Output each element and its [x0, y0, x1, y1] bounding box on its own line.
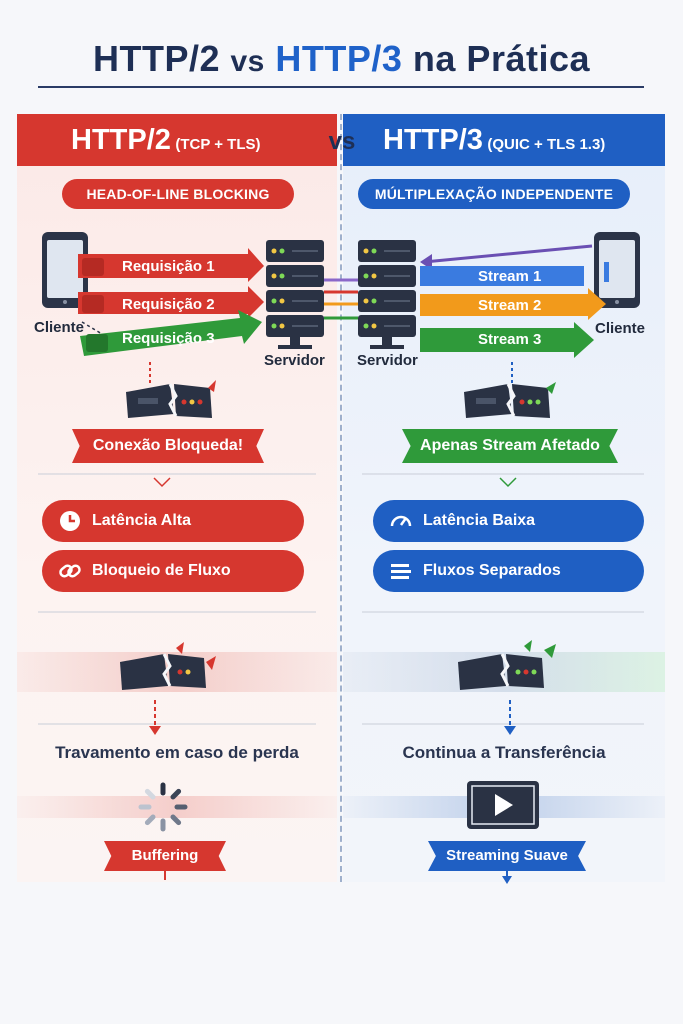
stream-arrow-2 [420, 288, 606, 320]
request-2-label: Requisição 2 [122, 296, 215, 313]
flow-blocking-label: Bloqueio de Fluxo [92, 562, 231, 579]
high-latency-pill: Latência Alta [42, 500, 304, 542]
separate-flows-pill: Fluxos Separados [373, 550, 644, 592]
low-latency-pill: Latência Baixa [373, 500, 644, 542]
stream-3-label: Stream 3 [478, 331, 542, 348]
smartphone-icon [42, 232, 88, 308]
left-client-label: Cliente [34, 319, 85, 336]
clock-icon [60, 511, 80, 531]
low-latency-label: Latência Baixa [423, 512, 536, 529]
http2-header-title: HTTP/2 [71, 124, 171, 156]
stream-1-label: Stream 1 [478, 268, 542, 285]
parallel-lanes-icon [391, 564, 411, 579]
broken-packet-icon [458, 640, 556, 690]
http2-header: HTTP/2 (TCP + TLS) [17, 114, 337, 166]
loading-spinner-icon [138, 782, 188, 832]
request-arrow-1 [78, 248, 264, 282]
server-icon [358, 240, 416, 349]
hol-blocking-pill: HEAD-OF-LINE BLOCKING [62, 179, 294, 209]
request-1-label: Requisição 1 [122, 258, 215, 275]
speedometer-icon [390, 515, 412, 527]
blocked-status-ribbon: Conexão Bloqueda! [72, 429, 264, 463]
right-server-label: Servidor [357, 352, 418, 369]
flow-blocking-pill: Bloqueio de Fluxo [42, 550, 304, 592]
title-http2: HTTP/2 [92, 38, 220, 79]
smooth-streaming-tag: Streaming Suave [428, 841, 586, 871]
page-title: HTTP/2 vs HTTP/3 na Prática [0, 38, 683, 80]
http3-header-subtitle: (QUIC + TLS 1.3) [487, 136, 606, 153]
buffering-tag: Buffering [104, 841, 226, 871]
separate-flows-label: Fluxos Separados [423, 562, 561, 579]
affected-status-ribbon: Apenas Stream Afetado [402, 429, 618, 463]
http3-header: HTTP/3 (QUIC + TLS 1.3) [343, 114, 665, 166]
request-arrow-2 [78, 286, 264, 318]
title-vs: vs [230, 45, 265, 78]
title-underline [38, 86, 644, 88]
stream-2-label: Stream 2 [478, 297, 542, 314]
request-arrow-3 [80, 310, 262, 356]
server-icon [266, 240, 324, 349]
title-http3: HTTP/3 [275, 38, 403, 79]
chain-link-icon [59, 564, 81, 578]
smartphone-icon [594, 232, 640, 308]
vs-label: vs [328, 128, 356, 155]
request-3-label: Requisição 3 [122, 330, 215, 347]
multiplexing-pill: MÚLTIPLEXAÇÃO INDEPENDENTE [358, 179, 630, 209]
http2-header-subtitle: (TCP + TLS) [175, 136, 261, 153]
play-screen-icon [467, 781, 539, 829]
panel-divider [340, 114, 342, 882]
http3-header-title: HTTP/3 [383, 124, 483, 156]
stream-arrow-3 [420, 322, 594, 358]
title-suffix: na Prática [412, 38, 591, 79]
broken-packet-icon [464, 382, 556, 418]
right-loss-caption: Continua a Transferência [402, 743, 606, 762]
right-client-label: Cliente [595, 320, 646, 337]
broken-packet-icon [126, 380, 216, 418]
high-latency-label: Latência Alta [92, 512, 191, 529]
left-server-label: Servidor [264, 352, 325, 369]
left-loss-caption: Travamento em caso de perda [55, 743, 299, 762]
stream-arrow-1 [420, 244, 593, 286]
broken-packet-icon [120, 642, 216, 690]
